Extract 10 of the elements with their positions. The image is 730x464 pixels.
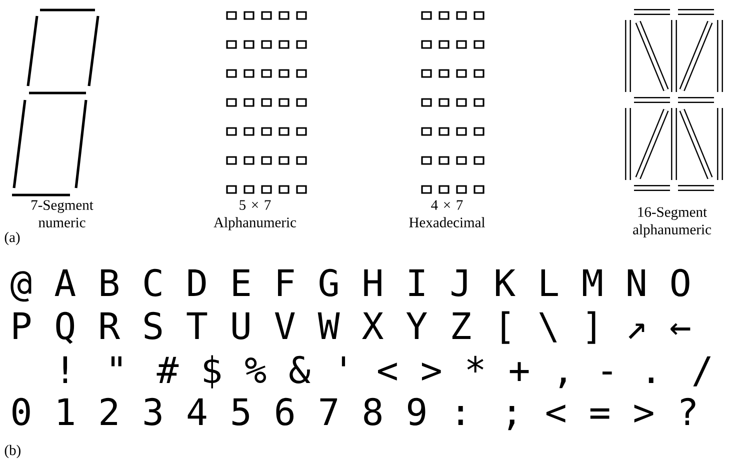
caption: 4 × 7 Hexadecimal bbox=[409, 200, 485, 228]
panel-label: (b) bbox=[4, 444, 20, 458]
caption: 7-Segment numeric bbox=[32, 200, 94, 228]
character-row: P Q R S T U V W X Y Z [ \ ] ↗ ← bbox=[14, 311, 690, 344]
character-row: 0 1 2 3 4 5 6 7 8 9 : ; < = > ? bbox=[12, 398, 696, 430]
character-row: ! " # $ % & ' < > * + , - . / bbox=[63, 355, 711, 388]
caption: 16-Segment alphanumeric bbox=[633, 207, 712, 238]
caption: 5 × 7 Alphanumeric bbox=[214, 200, 296, 230]
panel-label: (a) bbox=[4, 232, 20, 246]
character-row: @ A B C D E F G H I J K L M N O bbox=[10, 268, 690, 302]
